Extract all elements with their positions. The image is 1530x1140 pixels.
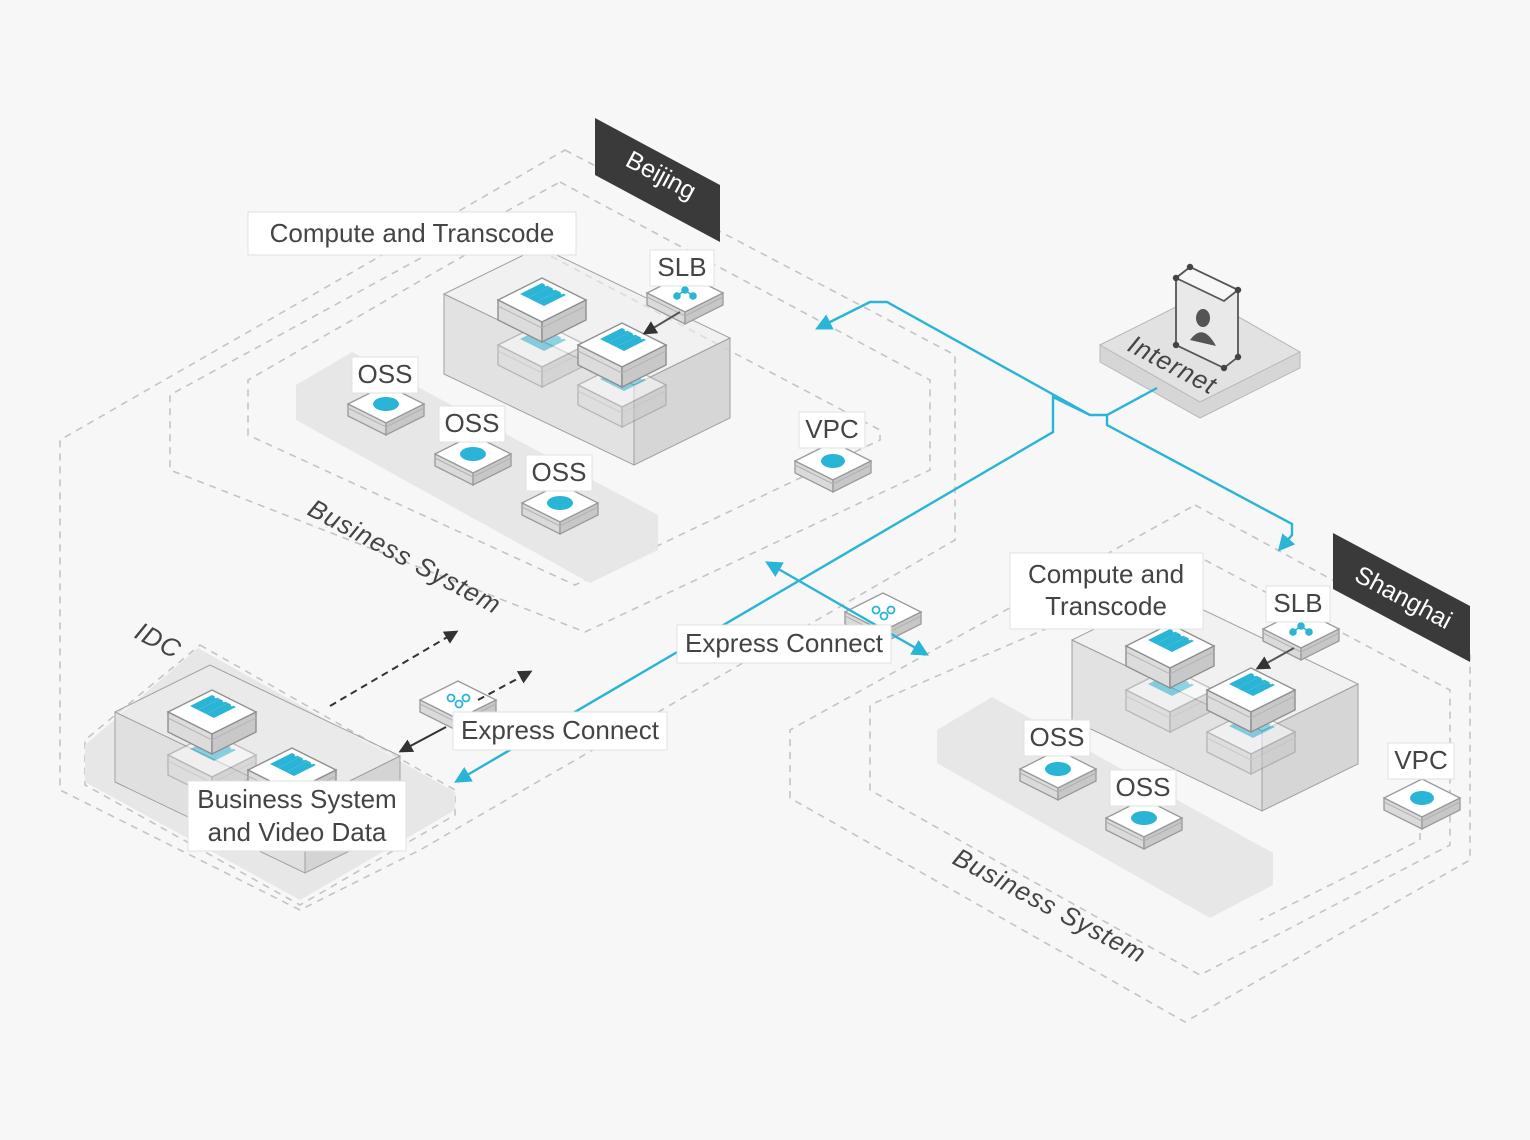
- idc-data-label-line2: and Video Data: [208, 817, 387, 847]
- vpc-label: VPC: [805, 414, 858, 444]
- compute-label-shanghai-line1: Compute and: [1028, 559, 1184, 589]
- oss-icon: [434, 434, 512, 486]
- region-tag-beijing: Beijing: [595, 118, 720, 242]
- beijing-region-boundary: [59, 149, 956, 911]
- oss-label: OSS: [445, 408, 500, 438]
- oss-icon: [1019, 749, 1097, 801]
- slb-icon: [1262, 609, 1340, 661]
- compute-label-shanghai-box: Compute and Transcode: [1009, 552, 1204, 630]
- oss-label-box: OSS: [351, 356, 419, 394]
- slb-to-server-arrow: [642, 311, 681, 335]
- slb-label-box: SLB: [1265, 585, 1331, 623]
- beijing-business-system-boundary: [169, 181, 931, 633]
- idc-dashed-link: [477, 670, 533, 701]
- slb-to-server-arrow: [1255, 647, 1295, 670]
- express-connect-label: Express Connect: [461, 715, 660, 745]
- idc-data-label-line1: Business System: [197, 784, 396, 814]
- oss-label-box: OSS: [525, 454, 593, 492]
- idc-boundary: [84, 644, 456, 906]
- oss-label: OSS: [1030, 722, 1085, 752]
- slb-label: SLB: [1273, 588, 1322, 618]
- internet-node: [1098, 263, 1302, 419]
- vpc-label-box: VPC: [1387, 742, 1455, 780]
- vpc-label-box: VPC: [798, 411, 866, 449]
- internet-user-icon: [1172, 263, 1242, 372]
- oss-label: OSS: [358, 359, 413, 389]
- oss-icon: [347, 384, 425, 436]
- shanghai-business-system-boundary: [869, 559, 1451, 976]
- express-connect-label: Express Connect: [685, 628, 884, 658]
- idc-data-label-box: Business System and Video Data: [187, 780, 407, 852]
- oss-icon: [1105, 798, 1183, 850]
- shanghai-oss-pad: [937, 697, 1273, 918]
- express-connect-label-box: Express Connect: [452, 711, 668, 751]
- express-connect-icon: [419, 680, 497, 732]
- slb-icon: [646, 273, 724, 325]
- oss-label: OSS: [532, 457, 587, 487]
- network-link-lines: [454, 300, 1296, 783]
- idc-label: IDC: [130, 616, 186, 665]
- slb-label: SLB: [657, 252, 706, 282]
- oss-label-box: OSS: [1109, 769, 1177, 807]
- express-connect-label-box: Express Connect: [676, 624, 892, 664]
- vpc-label: VPC: [1394, 745, 1447, 775]
- slb-label-box: SLB: [649, 249, 715, 287]
- compute-label-beijing-box: Compute and Transcode: [247, 211, 577, 256]
- beijing-vpc-boundary: [247, 231, 881, 586]
- vpc-icon: [794, 441, 872, 493]
- compute-label-shanghai-line2: Transcode: [1045, 591, 1167, 621]
- idc-link-arrow: [398, 726, 447, 753]
- oss-label-box: OSS: [438, 405, 506, 443]
- oss-label-box: OSS: [1023, 719, 1091, 757]
- vpc-icon: [1383, 778, 1461, 830]
- oss-label: OSS: [1116, 772, 1171, 802]
- region-tag-shanghai: Shanghai: [1333, 533, 1470, 662]
- oss-icon: [521, 483, 599, 535]
- compute-label-beijing: Compute and Transcode: [270, 218, 555, 248]
- shanghai-vpc-boundary: [1259, 820, 1421, 921]
- idc-dashed-link: [329, 630, 459, 707]
